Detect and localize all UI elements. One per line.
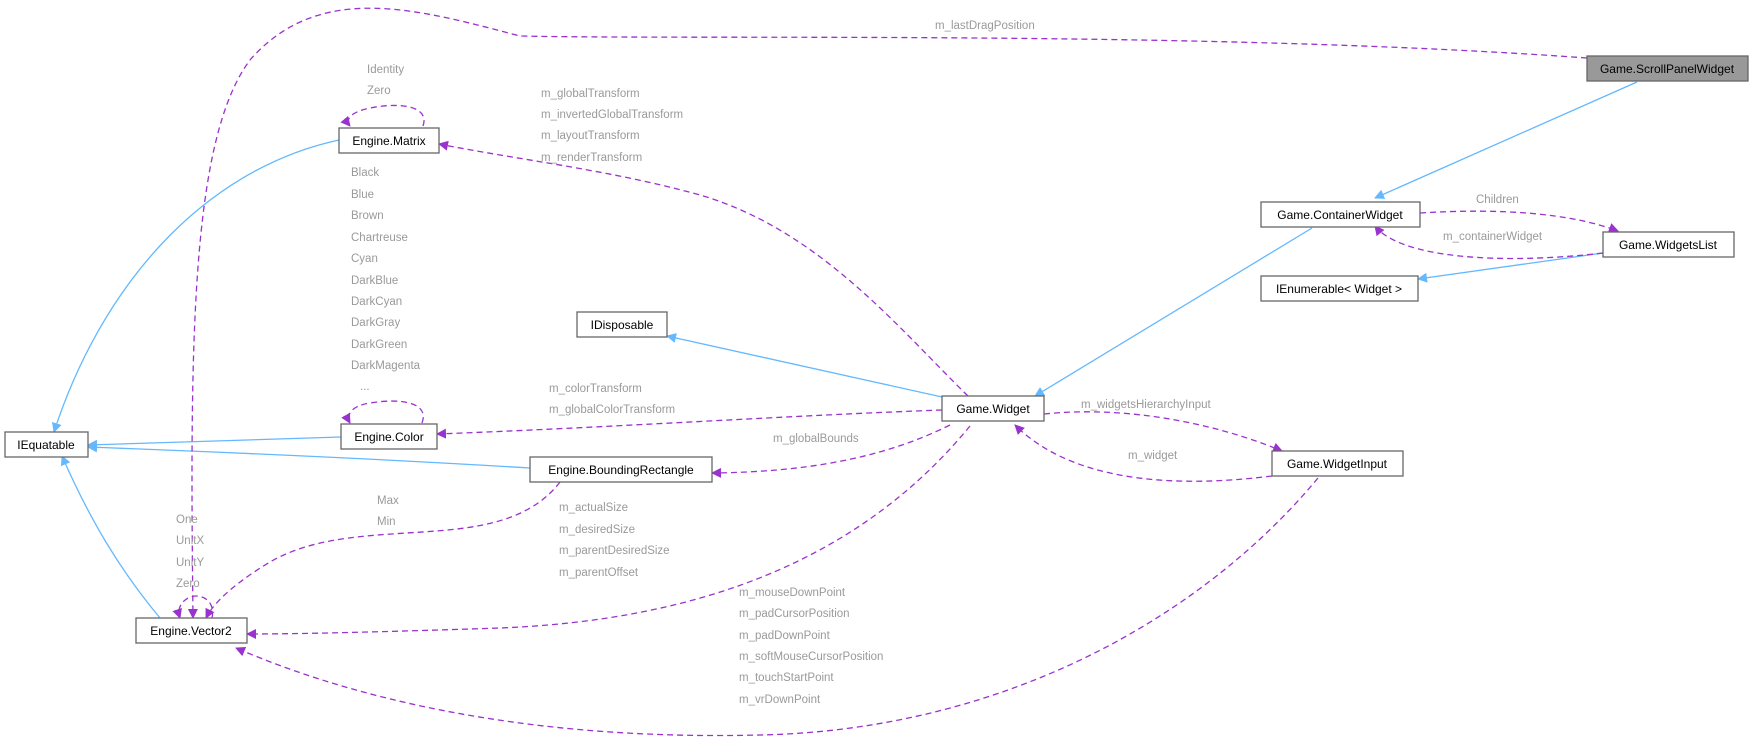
label-color-self-5: DarkBlue bbox=[351, 275, 398, 287]
label-color-self-8: DarkGreen bbox=[351, 339, 407, 351]
edge-last-drag-position bbox=[187, 7, 1588, 619]
node-widget-input[interactable]: Game.WidgetInput bbox=[1271, 450, 1404, 477]
node-label: Engine.Color bbox=[354, 430, 423, 444]
label-color-member-0: m_colorTransform bbox=[549, 383, 642, 395]
node-label: Engine.BoundingRectangle bbox=[548, 463, 694, 477]
label-input-vector-member-4: m_touchStartPoint bbox=[739, 672, 834, 684]
node-label: Engine.Matrix bbox=[352, 134, 425, 148]
node-idisposable[interactable]: IDisposable bbox=[576, 311, 668, 338]
node-ienumerable-widget[interactable]: IEnumerable< Widget > bbox=[1260, 275, 1419, 302]
edge-scrollpanel-to-container bbox=[1374, 81, 1638, 199]
label-color-self-6: DarkCyan bbox=[351, 296, 402, 308]
node-label: Game.WidgetsList bbox=[1619, 238, 1718, 252]
label-color-self-0: Black bbox=[351, 167, 379, 179]
edge-widget-to-idisposable bbox=[666, 333, 943, 398]
node-widgets-list[interactable]: Game.WidgetsList bbox=[1602, 231, 1735, 258]
label-matrix-self-1: Zero bbox=[367, 85, 391, 97]
node-vector2[interactable]: Engine.Vector2 bbox=[135, 617, 248, 644]
label-children: Children bbox=[1476, 194, 1519, 206]
label-bounds-member-0: Max bbox=[377, 495, 399, 507]
node-label: Game.ScrollPanelWidget bbox=[1600, 62, 1735, 76]
label-matrix-member-0: m_globalTransform bbox=[541, 88, 640, 100]
label-matrix-member-2: m_layoutTransform bbox=[541, 130, 640, 142]
edge-widgets-hierarchy-input bbox=[1043, 411, 1283, 453]
label-widget-member: m_widget bbox=[1128, 450, 1178, 462]
node-label: Game.ContainerWidget bbox=[1277, 208, 1403, 222]
node-scroll-panel-widget[interactable]: Game.ScrollPanelWidget bbox=[1586, 55, 1749, 82]
edge-widget-vector-members bbox=[246, 425, 971, 639]
label-color-self-7: DarkGray bbox=[351, 317, 400, 329]
edge-color-members bbox=[436, 409, 943, 439]
edge-container-to-widget bbox=[1034, 227, 1313, 397]
node-bounding-rectangle[interactable]: Engine.BoundingRectangle bbox=[529, 456, 713, 483]
label-input-vector-member-5: m_vrDownPoint bbox=[739, 694, 821, 706]
label-color-member-1: m_globalColorTransform bbox=[549, 404, 675, 416]
node-label: Game.Widget bbox=[956, 402, 1030, 416]
label-color-self-3: Chartreuse bbox=[351, 232, 408, 244]
node-label: IEquatable bbox=[17, 438, 75, 452]
edge-vector2-self bbox=[172, 595, 214, 619]
node-matrix[interactable]: Engine.Matrix bbox=[338, 127, 440, 154]
label-widget-vector-member-1: m_desiredSize bbox=[559, 524, 635, 536]
usage-edges bbox=[172, 7, 1619, 737]
node-container-widget[interactable]: Game.ContainerWidget bbox=[1260, 201, 1421, 228]
label-matrix-member-3: m_renderTransform bbox=[541, 152, 642, 164]
edge-matrix-to-iequatable bbox=[52, 139, 340, 433]
edge-labels: m_lastDragPosition Children m_containerW… bbox=[176, 20, 1543, 706]
node-widget[interactable]: Game.Widget bbox=[941, 395, 1045, 422]
label-color-self-10: ... bbox=[360, 381, 370, 393]
node-label: Engine.Vector2 bbox=[150, 624, 232, 638]
edge-widget-member bbox=[1014, 424, 1273, 482]
label-input-vector-member-2: m_padDownPoint bbox=[739, 630, 831, 642]
edge-matrix-self bbox=[340, 104, 425, 127]
label-vector2-self-0: One bbox=[176, 514, 198, 526]
label-global-bounds: m_globalBounds bbox=[773, 433, 859, 445]
edge-color-self bbox=[341, 400, 424, 424]
label-vector2-self-2: UnitY bbox=[176, 557, 204, 569]
label-color-self-2: Brown bbox=[351, 210, 384, 222]
label-input-vector-member-1: m_padCursorPosition bbox=[739, 608, 850, 620]
node-color[interactable]: Engine.Color bbox=[340, 423, 438, 450]
node-iequatable[interactable]: IEquatable bbox=[4, 431, 89, 458]
label-widget-vector-member-2: m_parentDesiredSize bbox=[559, 545, 670, 557]
edge-container-widget bbox=[1374, 225, 1604, 260]
label-vector2-self-3: Zero bbox=[176, 578, 200, 590]
node-label: Game.WidgetInput bbox=[1287, 457, 1388, 471]
edge-global-bounds bbox=[711, 424, 951, 478]
label-input-vector-member-3: m_softMouseCursorPosition bbox=[739, 651, 883, 663]
label-matrix-member-1: m_invertedGlobalTransform bbox=[541, 109, 683, 121]
label-color-self-1: Blue bbox=[351, 189, 374, 201]
node-label: IDisposable bbox=[591, 318, 654, 332]
edge-color-to-iequatable bbox=[87, 436, 342, 450]
label-input-vector-member-0: m_mouseDownPoint bbox=[739, 587, 846, 599]
label-widget-vector-member-0: m_actualSize bbox=[559, 502, 628, 514]
label-color-self-4: Cyan bbox=[351, 253, 378, 265]
label-color-self-9: DarkMagenta bbox=[351, 360, 421, 372]
edge-children bbox=[1419, 210, 1619, 233]
label-bounds-member-1: Min bbox=[377, 516, 396, 528]
edge-input-vector-members bbox=[235, 477, 1319, 737]
label-last-drag-position: m_lastDragPosition bbox=[935, 20, 1035, 32]
edge-widgetslist-to-ienumerable bbox=[1417, 252, 1604, 283]
node-label: IEnumerable< Widget > bbox=[1276, 282, 1402, 296]
label-vector2-self-1: UnitX bbox=[176, 535, 204, 547]
label-widgets-hierarchy-input: m_widgetsHierarchyInput bbox=[1081, 399, 1212, 411]
label-matrix-self-0: Identity bbox=[367, 64, 404, 76]
inheritance-edges bbox=[52, 81, 1638, 619]
edge-bounds-to-iequatable bbox=[87, 442, 531, 469]
edge-vector2-to-iequatable bbox=[61, 455, 161, 619]
label-widget-vector-member-3: m_parentOffset bbox=[559, 567, 639, 579]
label-container-widget-member: m_containerWidget bbox=[1443, 231, 1543, 243]
edge-bounds-members bbox=[205, 481, 561, 619]
edge-matrix-members bbox=[438, 140, 969, 397]
